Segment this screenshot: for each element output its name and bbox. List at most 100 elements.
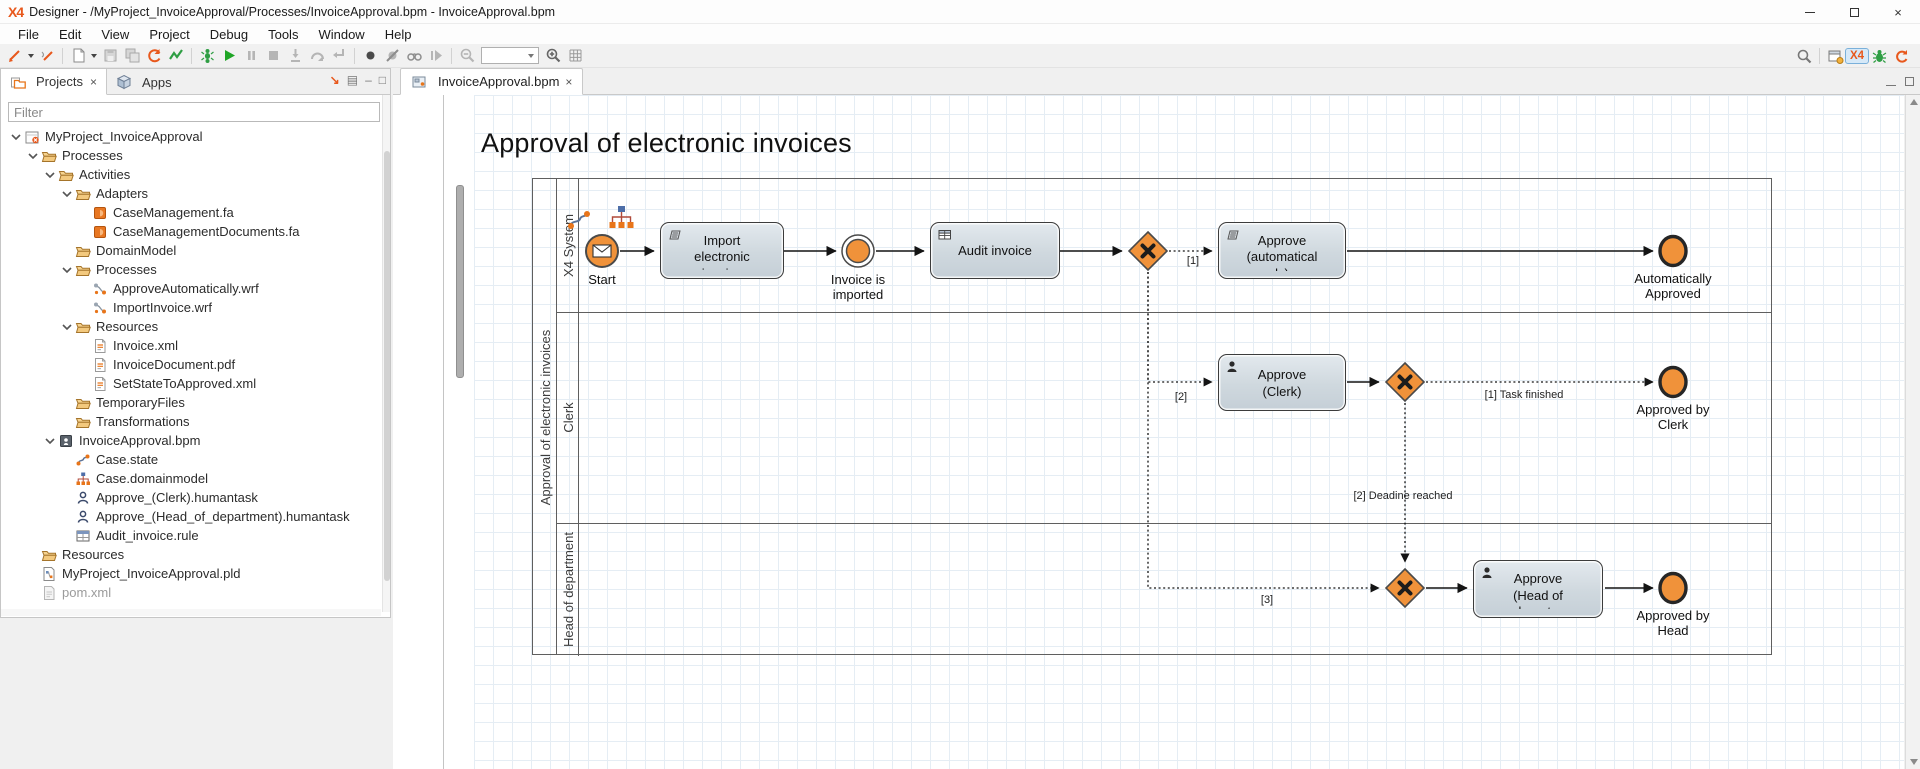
link-with-editor-icon[interactable]: ↘: [329, 73, 340, 87]
tree-item-casemanagement-fa[interactable]: CaseManagement.fa: [2, 203, 382, 222]
view-menu-icon[interactable]: ▤: [346, 73, 359, 87]
tree-item-audit-invoice-rule[interactable]: Audit_invoice.rule: [2, 526, 382, 545]
menu-edit[interactable]: Edit: [58, 26, 82, 42]
humantask-icon: [75, 490, 91, 506]
filter-input[interactable]: [8, 102, 380, 122]
event-imported[interactable]: [840, 233, 876, 269]
connect-tool-caret[interactable]: [28, 53, 34, 58]
refresh-button[interactable]: [144, 46, 164, 66]
skip-breakpoints-button[interactable]: [382, 46, 402, 66]
expand-chevron-icon[interactable]: [25, 148, 41, 164]
close-tab-icon[interactable]: ×: [565, 74, 573, 89]
close-view-icon[interactable]: ×: [89, 74, 97, 89]
run-button[interactable]: [219, 46, 239, 66]
search-button[interactable]: [1794, 46, 1814, 66]
tree-hscrollbar[interactable]: [1, 609, 381, 616]
minimize-button[interactable]: [1788, 0, 1832, 24]
tree-item-transformations[interactable]: Transformations: [2, 412, 382, 431]
maximize-view-icon[interactable]: □: [378, 73, 386, 87]
menu-view[interactable]: View: [101, 26, 130, 42]
close-button[interactable]: ×: [1894, 4, 1902, 20]
tree-item-approveautomatically-wrf[interactable]: ApproveAutomatically.wrf: [2, 279, 382, 298]
expand-chevron-icon[interactable]: [42, 167, 58, 183]
tree-item-adapters[interactable]: Adapters: [2, 184, 382, 203]
connect-alt-tool-button[interactable]: [37, 46, 57, 66]
debug-deploy-button[interactable]: [197, 46, 217, 66]
tree-item-invoicedocument-pdf[interactable]: InvoiceDocument.pdf: [2, 355, 382, 374]
tree-item-setstatetoapproved-xml[interactable]: SetStateToApproved.xml: [2, 374, 382, 393]
flow-label: [3]: [1260, 594, 1274, 606]
x4-perspective-button[interactable]: X4: [1844, 46, 1870, 66]
new-file-caret[interactable]: [91, 53, 97, 58]
tree-scrollbar[interactable]: [382, 95, 390, 612]
gateway-1[interactable]: [1127, 230, 1169, 272]
tab-invoiceapproval-bpm[interactable]: InvoiceApproval.bpm ×: [400, 68, 584, 95]
tree-item-myproject-invoiceapproval[interactable]: MyProject_InvoiceApproval: [2, 127, 382, 146]
expand-chevron-icon[interactable]: [59, 186, 75, 202]
resume-button[interactable]: [426, 46, 446, 66]
expand-chevron-icon[interactable]: [59, 319, 75, 335]
diagram-canvas[interactable]: Approval of electronic invoices Approval…: [393, 95, 1904, 769]
task-approve-auto[interactable]: Approve(automatically): [1218, 222, 1346, 279]
tree-item-processes[interactable]: Processes: [2, 146, 382, 165]
new-file-button[interactable]: [68, 46, 88, 66]
case-state-icon[interactable]: [566, 209, 592, 236]
tree-item-processes[interactable]: Processes: [2, 260, 382, 279]
menu-help[interactable]: Help: [384, 26, 412, 42]
menu-project[interactable]: Project: [149, 26, 190, 42]
zoom-in-button[interactable]: [543, 46, 563, 66]
end-clerk[interactable]: [1655, 364, 1691, 400]
gateway-3[interactable]: [1384, 567, 1426, 609]
end-head[interactable]: [1655, 570, 1691, 606]
minimize-editor-icon[interactable]: [1886, 75, 1896, 89]
tree-item-case-domainmodel[interactable]: Case.domainmodel: [2, 469, 382, 488]
connect-tool-button[interactable]: [5, 46, 25, 66]
tree-item-resources[interactable]: Resources: [2, 545, 382, 564]
maximize-editor-icon[interactable]: [1905, 75, 1914, 89]
tree-item-case-state[interactable]: Case.state: [2, 450, 382, 469]
menu-window[interactable]: Window: [318, 26, 365, 42]
menu-tools[interactable]: Tools: [268, 26, 299, 42]
tree-item-approve-clerk-humantask[interactable]: Approve_(Clerk).humantask: [2, 488, 382, 507]
expand-chevron-icon[interactable]: [8, 129, 24, 145]
palette-scrollbar-thumb[interactable]: [456, 185, 464, 378]
canvas-scrollbar[interactable]: [1905, 95, 1920, 769]
debug-perspective-button[interactable]: [1869, 46, 1889, 66]
end-auto[interactable]: [1655, 233, 1691, 269]
tree-item-activities[interactable]: Activities: [2, 165, 382, 184]
menu-file[interactable]: File: [18, 26, 39, 42]
tree-item-pom-xml[interactable]: pom.xml: [2, 583, 382, 602]
tree-item-casemanagementdocuments-fa[interactable]: CaseManagementDocuments.fa: [2, 222, 382, 241]
tree-item-approve-head-of-department-humantask[interactable]: Approve_(Head_of_department).humantask: [2, 507, 382, 526]
tree-item-domainmodel[interactable]: DomainModel: [2, 241, 382, 260]
task-approve-clerk[interactable]: Approve(Clerk): [1218, 354, 1346, 411]
tab-apps[interactable]: Apps: [107, 69, 181, 95]
task-import[interactable]: Importelectronicinvoice: [660, 222, 784, 279]
menu-debug[interactable]: Debug: [209, 26, 249, 42]
open-perspective-button[interactable]: [1825, 46, 1845, 66]
sync-button[interactable]: [1891, 46, 1911, 66]
task-audit[interactable]: Audit invoice: [930, 222, 1060, 279]
tree-item-myproject-invoiceapproval-pld[interactable]: MyProject_InvoiceApproval.pld: [2, 564, 382, 583]
tree-item-temporaryfiles[interactable]: TemporaryFiles: [2, 393, 382, 412]
expand-chevron-icon[interactable]: [42, 433, 58, 449]
case-domainmodel-icon[interactable]: [608, 204, 636, 235]
tab-projects[interactable]: Projects×: [1, 69, 107, 95]
gateway-2[interactable]: [1384, 361, 1426, 403]
scroll-up-icon[interactable]: [1910, 99, 1918, 105]
minimize-view-icon[interactable]: –: [365, 73, 372, 87]
tree-item-invoiceapproval-bpm[interactable]: InvoiceApproval.bpm: [2, 431, 382, 450]
tree-item-invoice-xml[interactable]: Invoice.xml: [2, 336, 382, 355]
tree-item-importinvoice-wrf[interactable]: ImportInvoice.wrf: [2, 298, 382, 317]
grid-toggle-button[interactable]: [565, 46, 585, 66]
scroll-down-icon[interactable]: [1910, 759, 1918, 765]
watch-button[interactable]: [404, 46, 424, 66]
maximize-button[interactable]: [1832, 0, 1876, 24]
expand-chevron-icon[interactable]: [59, 262, 75, 278]
start[interactable]: [584, 233, 620, 269]
tree-item-resources[interactable]: Resources: [2, 317, 382, 336]
toggle-breakpoint-button[interactable]: [360, 46, 380, 66]
zoom-level-combo[interactable]: [481, 47, 539, 64]
validate-button[interactable]: [166, 46, 186, 66]
